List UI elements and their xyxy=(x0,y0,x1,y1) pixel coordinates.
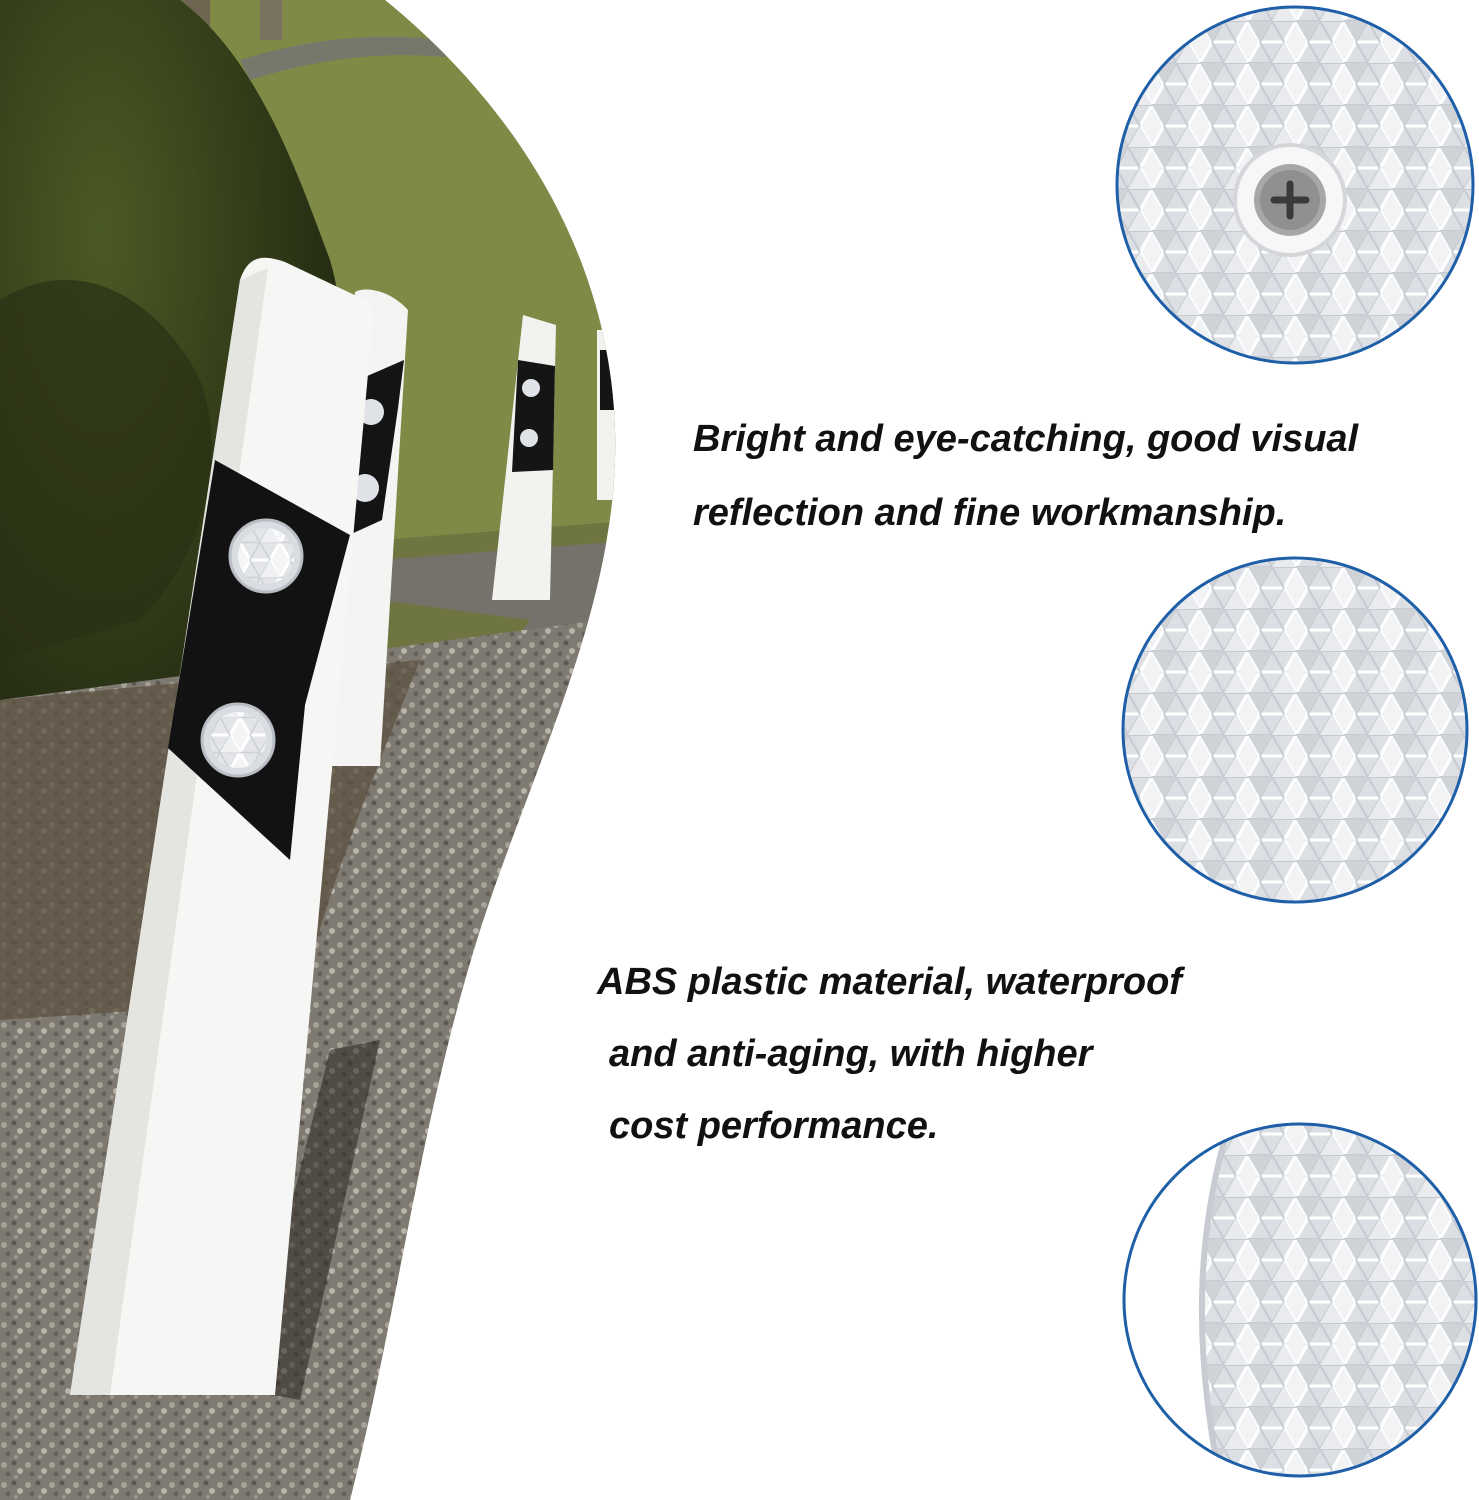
caption-line: Bright and eye-catching, good visual xyxy=(693,418,1359,460)
caption-line: cost performance. xyxy=(609,1105,939,1147)
caption-line: reflection and fine workmanship. xyxy=(693,492,1287,534)
detail-circle-edge xyxy=(1122,1122,1478,1478)
detail-circle-hexagon xyxy=(1121,556,1469,904)
far-post xyxy=(597,330,616,500)
caption-line: ABS plastic material, waterproof xyxy=(597,961,1182,1003)
roadside-photo xyxy=(0,0,616,1500)
caption-line: and anti-aging, with higher xyxy=(609,1033,1093,1075)
detail-circle-screw xyxy=(1115,5,1475,365)
third-post xyxy=(492,315,556,600)
feature-caption-material: ABS plastic material, waterproof and ant… xyxy=(597,946,1182,1162)
feature-caption-reflection: Bright and eye-catching, good visual ref… xyxy=(693,402,1358,550)
main-reflective-post xyxy=(70,257,373,1395)
